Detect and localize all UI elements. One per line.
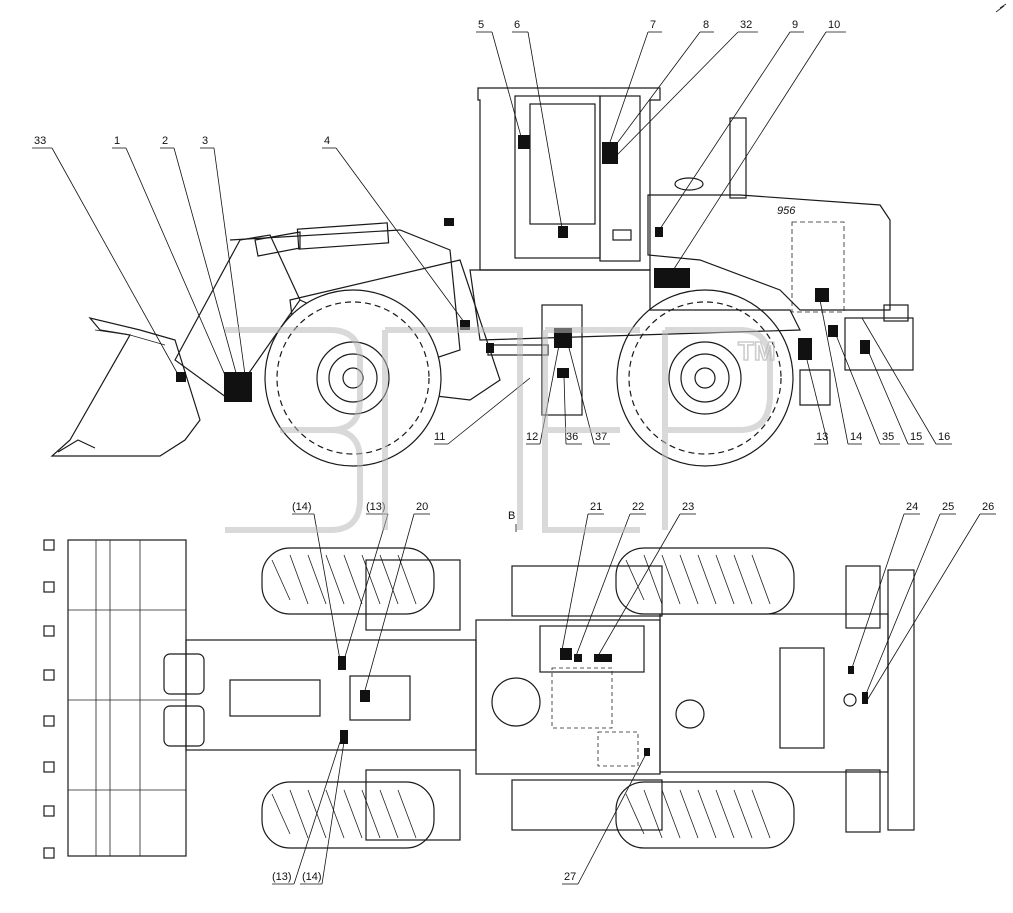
side-view: 956 — [50, 87, 914, 467]
callout-2: 2 — [162, 135, 168, 147]
callout-24: 24 — [906, 501, 918, 513]
callout-14-bottom: (14) — [302, 871, 322, 883]
bucket-top — [67, 539, 187, 857]
callout-33: 33 — [34, 135, 46, 147]
rear-right-tire-top — [615, 781, 795, 849]
callout-35: 35 — [882, 431, 894, 443]
callout-13-top: (13) — [366, 501, 386, 513]
callout-11: 11 — [434, 431, 445, 443]
view-label-b: B — [508, 510, 515, 522]
callout-36: 36 — [566, 431, 578, 443]
callout-16: 16 — [938, 431, 950, 443]
watermark-logo: TM — [225, 327, 776, 533]
callout-21: 21 — [590, 501, 602, 513]
callout-3: 3 — [202, 135, 208, 147]
callout-13-bottom: (13) — [272, 871, 292, 883]
callout-22: 22 — [632, 501, 644, 513]
callout-20: 20 — [416, 501, 428, 513]
callout-6: 6 — [514, 19, 520, 31]
callout-37: 37 — [595, 431, 607, 443]
callout-10: 10 — [828, 19, 840, 31]
top-view-callouts: (14) (13) 20 21 22 23 24 25 26 (13) (14)… — [272, 501, 996, 885]
side-view-callouts: 5 6 7 8 32 9 10 33 1 2 3 4 11 12 36 37 1 — [32, 19, 952, 445]
top-view — [43, 539, 915, 859]
callout-25: 25 — [942, 501, 954, 513]
rear-tire — [616, 289, 794, 467]
callout-14-top: (14) — [292, 501, 312, 513]
callout-5: 5 — [478, 19, 484, 31]
callout-32: 32 — [740, 19, 752, 31]
callout-15: 15 — [910, 431, 922, 443]
callout-23: 23 — [682, 501, 694, 513]
callout-27: 27 — [564, 871, 576, 883]
hood-badge: 956 — [777, 205, 796, 217]
callout-26: 26 — [982, 501, 994, 513]
cab-top — [475, 619, 661, 775]
callout-7: 7 — [650, 19, 656, 31]
front-tire — [264, 289, 442, 467]
callout-12: 12 — [526, 431, 538, 443]
front-left-tire-top — [261, 547, 435, 615]
front-right-tire-top — [261, 781, 435, 849]
rear-left-tire-top — [615, 547, 795, 615]
watermark-tm: TM — [738, 336, 776, 366]
callout-1: 1 — [114, 135, 120, 147]
callout-9: 9 — [792, 19, 798, 31]
callout-4: 4 — [324, 135, 330, 147]
callout-13: 13 — [816, 431, 828, 443]
engine-hood — [647, 194, 891, 311]
callout-14: 14 — [850, 431, 862, 443]
cab — [477, 87, 661, 271]
callout-8: 8 — [703, 19, 709, 31]
